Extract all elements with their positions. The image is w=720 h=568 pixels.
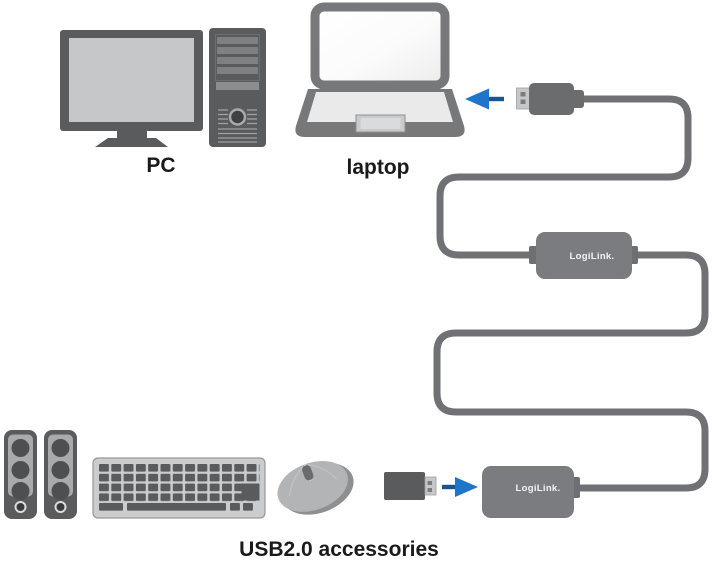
accessories-label: USB2.0 accessories — [239, 538, 439, 561]
pc-tower-icon — [209, 28, 266, 147]
pc-label: PC — [146, 154, 175, 177]
speaker-right-icon — [44, 430, 77, 519]
usb-dongle-icon — [384, 472, 437, 500]
pc-monitor-icon — [60, 30, 203, 147]
logilink-inline-adapter-icon: LogiLink. — [529, 232, 638, 279]
laptop-label: laptop — [347, 156, 410, 179]
speaker-left-icon — [4, 430, 37, 519]
arrow-right-icon — [442, 477, 478, 497]
usb-cable — [433, 95, 709, 492]
laptop-icon — [295, 2, 465, 137]
keyboard-icon — [92, 457, 266, 519]
logilink-brand-text: LogiLink. — [570, 251, 615, 262]
usb-plug-icon — [516, 83, 584, 115]
mouse-icon — [277, 461, 354, 515]
logilink-receiver-adapter-icon: LogiLink. — [482, 466, 580, 518]
arrow-left-icon — [465, 88, 504, 110]
logilink-brand-text: LogiLink. — [516, 483, 561, 494]
